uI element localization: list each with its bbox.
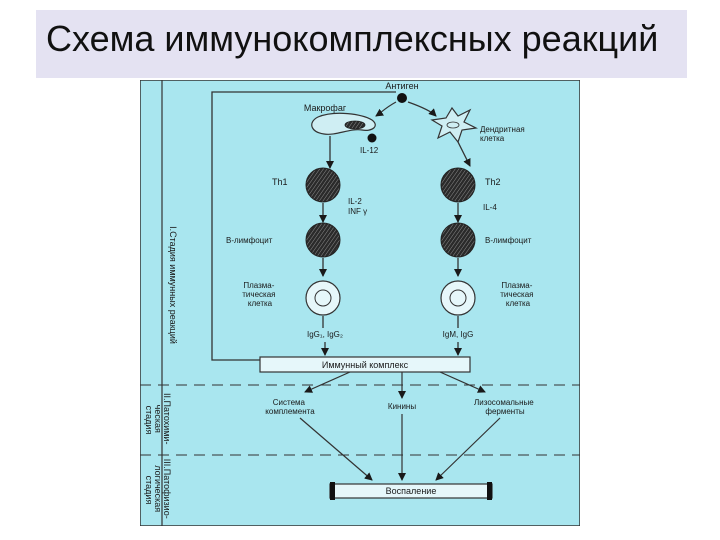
slide-title: Схема иммунокомплексных реакций [46, 18, 659, 59]
arrow-complement-inflammation [299, 417, 373, 481]
inflammation-label: Воспаление [386, 486, 437, 496]
plasma-cell-left-label: Плазма- тическая клетка [242, 281, 277, 308]
plasma-cell-left-nucleus [314, 289, 332, 307]
stage-1-label: I.Стадия иммунных реакций [168, 226, 178, 344]
stage-2-label: II.Патохими- ческая стадия [144, 393, 172, 447]
plasma-cell-right-nucleus [449, 289, 467, 307]
macrophage-antigen-dot [367, 133, 377, 143]
dendritic-label: Дендритная клетка [480, 125, 527, 143]
b-lymphocyte-left-label: B-лимфоцит [226, 236, 273, 245]
arrow-antigen-dendritic [407, 101, 437, 117]
arrow-lysosomal-inflammation [435, 417, 501, 481]
plasma-cell-left [305, 280, 341, 316]
macrophage-label: Макрофаг [304, 103, 347, 113]
b-lymphocyte-left [305, 222, 341, 258]
ig-right-label: IgM, IgG [443, 330, 474, 339]
stage-3-label: III.Патофизио- логическая стадия [144, 459, 172, 521]
th1-cytokines-label: IL-2 INF γ [348, 197, 367, 216]
th2-label: Th2 [485, 177, 501, 187]
immune-complex-diagram: I.Стадия иммунных реакций II.Патохими- ч… [140, 80, 580, 526]
dendritic-nucleus [446, 121, 460, 129]
lysosomal-label: Лизосомальные ферменты [474, 398, 536, 416]
arrow-complex-complement [304, 371, 351, 393]
macrophage-nucleus [344, 120, 366, 130]
svg-text:II.Патохими- ческая: II.Патохими- ческая стадия [144, 393, 172, 447]
arrow-complex-lysosomal [439, 371, 486, 393]
svg-text:III.Патофизио- логическа: III.Патофизио- логическая стадия [144, 459, 172, 521]
diagram-panel [140, 80, 580, 526]
arrow-antigen-macrophage [375, 101, 397, 117]
th2-cell [440, 167, 476, 203]
th2-cytokines-label: IL-4 [483, 203, 497, 212]
inflammation-box-cap-right [487, 482, 492, 500]
immune-complex-box [259, 356, 471, 373]
th1-cell [305, 167, 341, 203]
immune-complex-label: Иммунный комплекс [322, 360, 409, 370]
antigen-dot [397, 93, 407, 103]
kinins-label: Кинины [388, 402, 416, 411]
il12-label: IL-12 [360, 146, 379, 155]
plasma-cell-right-label: Плазма- тическая клетка [500, 281, 535, 308]
b-lymphocyte-right-label: B-лимфоцит [485, 236, 532, 245]
inflammation-box-cap-left [330, 482, 335, 500]
complement-label: Система комплемента [265, 398, 315, 416]
macrophage-cell [311, 112, 376, 135]
antigen-label: Антиген [385, 81, 418, 91]
antigen-feedback-line [211, 91, 396, 361]
ig-left-label: IgG₁, IgG₂ [307, 330, 343, 339]
th1-label: Th1 [272, 177, 288, 187]
b-lymphocyte-right [440, 222, 476, 258]
arrow-dendritic-th2 [457, 141, 471, 167]
title-bar [36, 10, 687, 78]
plasma-cell-right [440, 280, 476, 316]
